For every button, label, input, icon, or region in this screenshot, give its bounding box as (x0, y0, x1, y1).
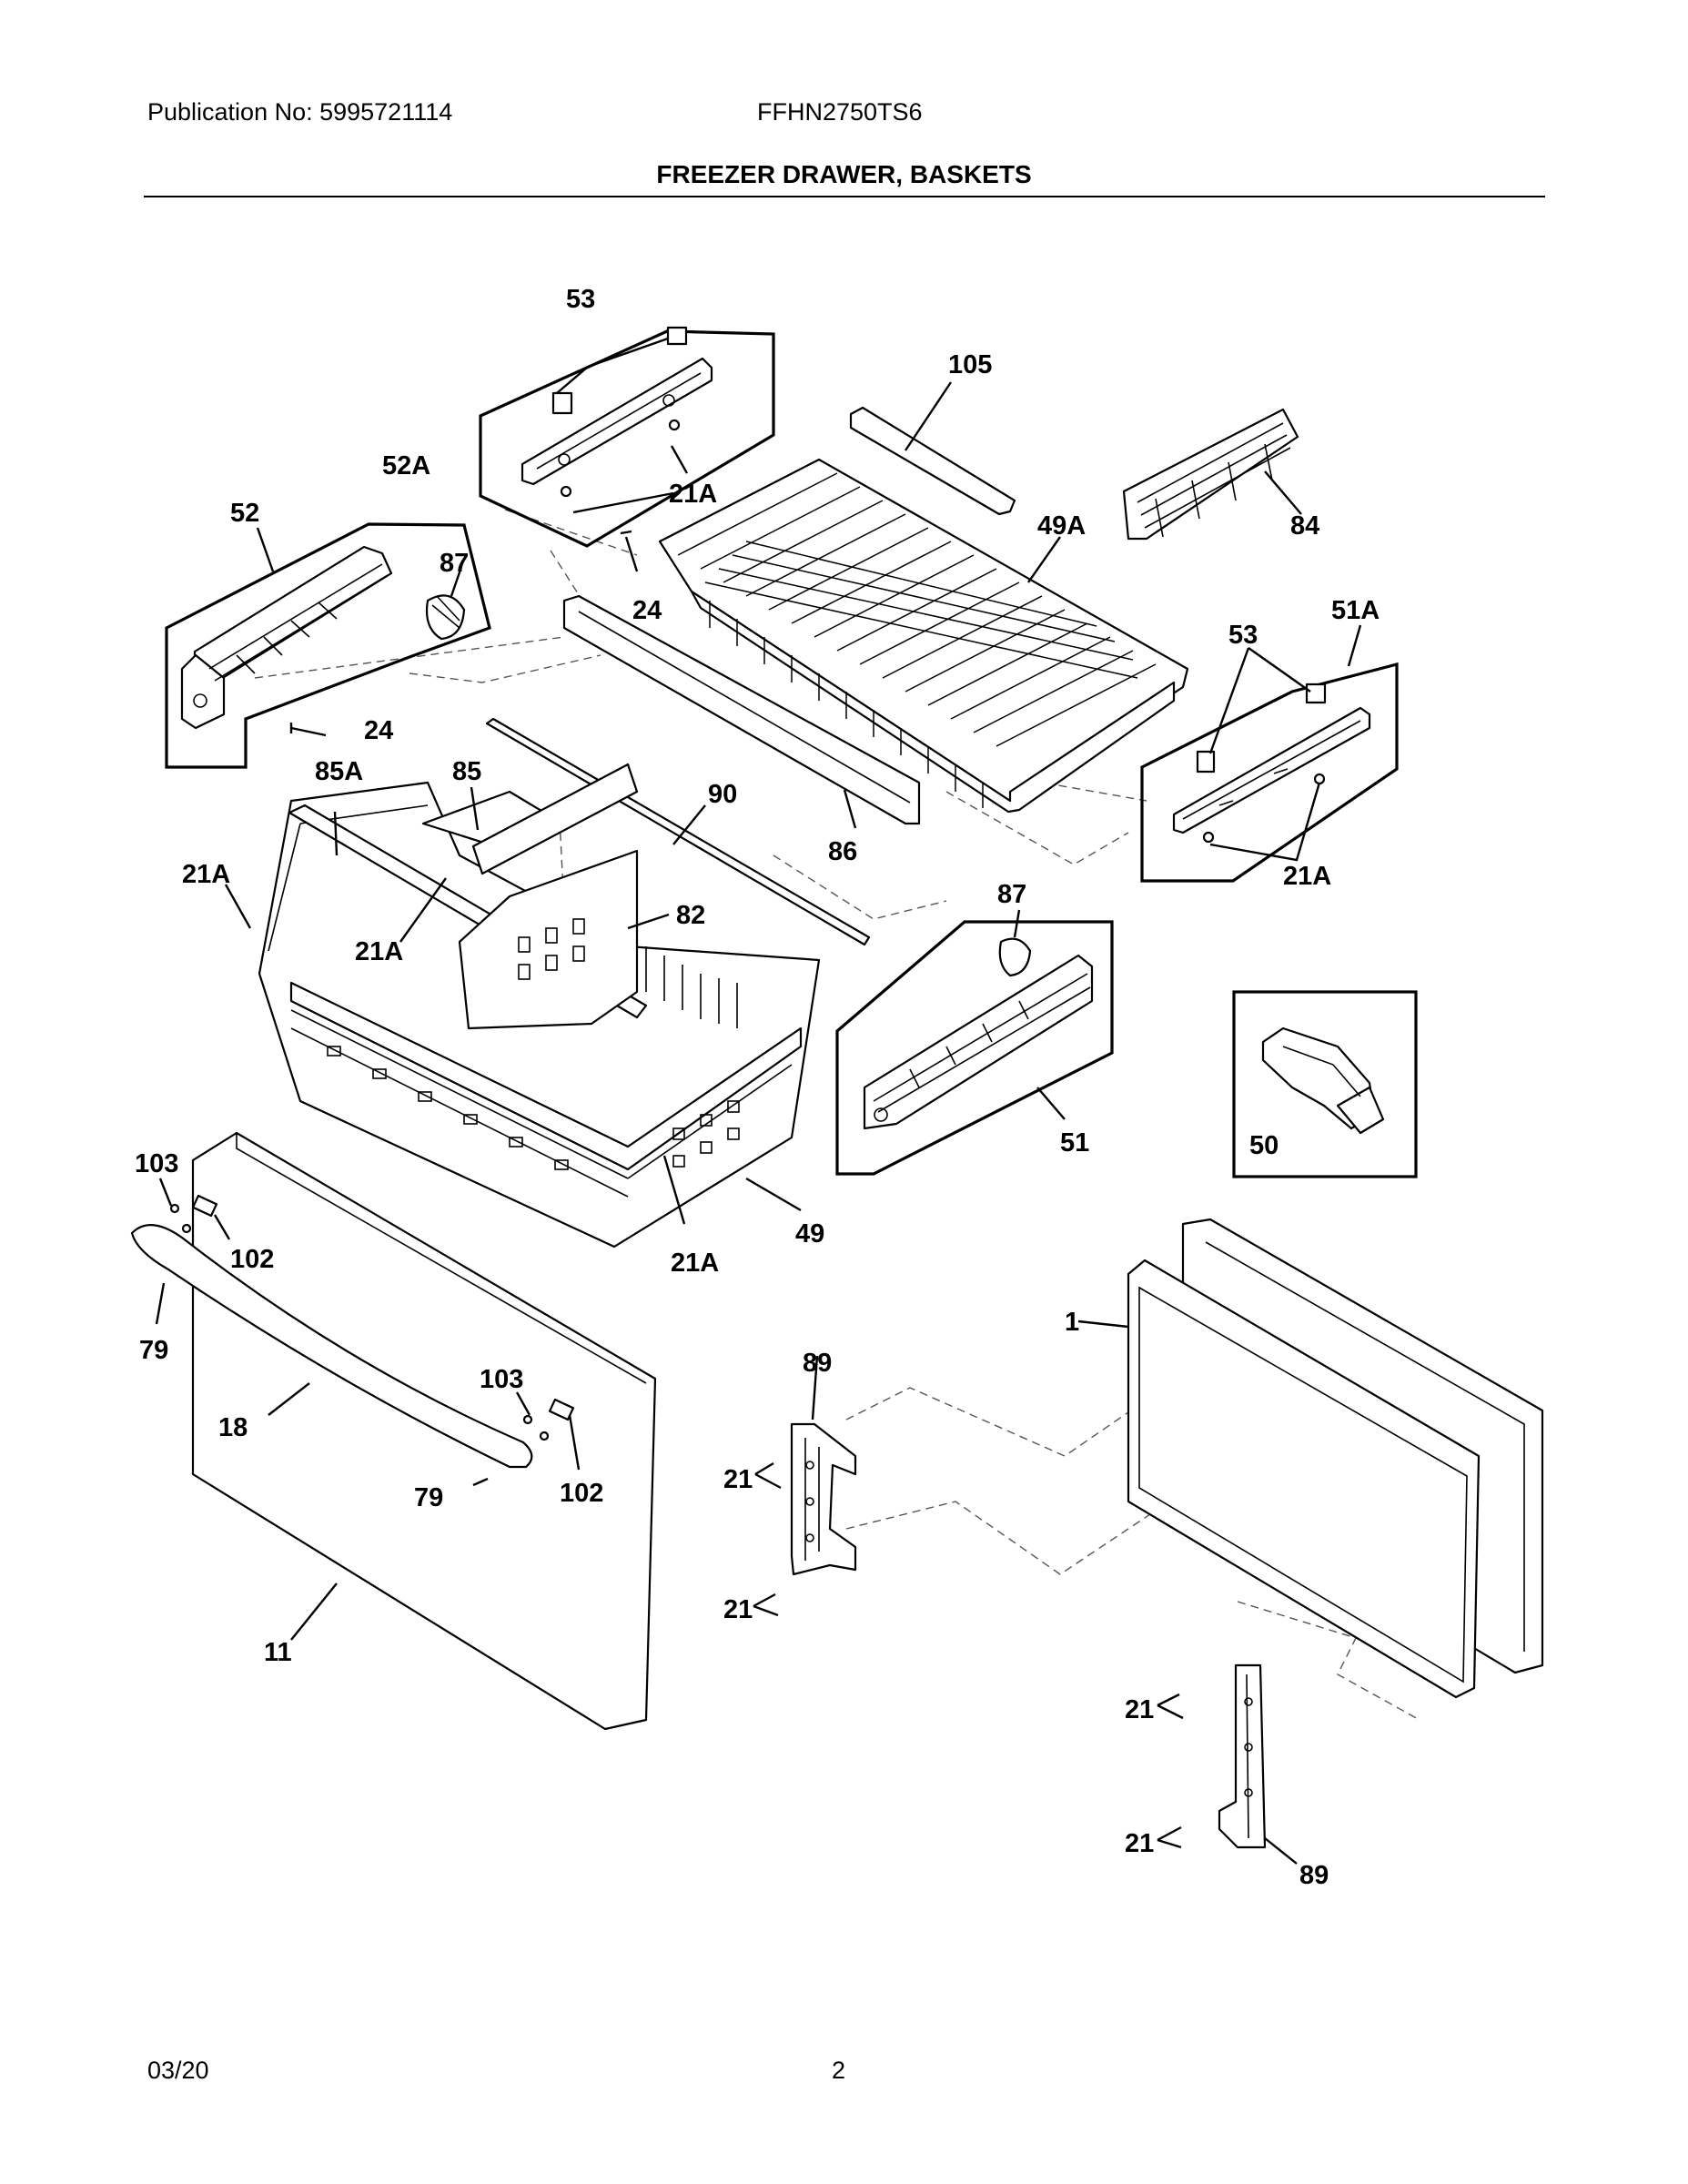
part-49A-wire-basket (658, 458, 1189, 814)
callout-21A: 21A (182, 860, 230, 889)
callout-21: 21 (723, 1595, 753, 1624)
callout-21A: 21A (671, 1249, 719, 1278)
callout-52: 52 (230, 499, 259, 528)
part-49-freezer-basket (224, 763, 821, 1249)
callout-85: 85 (452, 757, 481, 786)
part-89-bracket-lower (1157, 1663, 1298, 1865)
callout-90: 90 (708, 780, 737, 809)
callout-87: 87 (997, 880, 1026, 909)
screws-24 (289, 530, 639, 737)
callout-53: 53 (566, 285, 595, 314)
callout-85A: 85A (315, 757, 363, 786)
part-105-strip (849, 381, 1016, 516)
callout-11: 11 (264, 1638, 292, 1667)
box-51 (835, 909, 1114, 1176)
callout-52A: 52A (382, 451, 430, 480)
callout-21: 21 (1125, 1829, 1154, 1858)
part-89-bracket-upper (753, 1355, 857, 1617)
box-50 (1232, 990, 1418, 1178)
callout-89: 89 (1299, 1861, 1329, 1890)
callout-49: 49 (795, 1219, 824, 1249)
handle-brackets (155, 1178, 581, 1487)
callout-24: 24 (364, 716, 393, 745)
callout-24: 24 (632, 596, 662, 625)
box-52A (479, 326, 775, 548)
callout-102: 102 (560, 1479, 603, 1508)
callout-103: 103 (135, 1149, 178, 1178)
callout-82: 82 (676, 901, 705, 930)
callout-21A: 21A (355, 937, 403, 966)
callout-49A: 49A (1037, 511, 1086, 541)
footer-date: 03/20 (147, 2057, 209, 2084)
callout-labels: 53 105 52A 21A 52 87 49A 84 24 51A 53 24… (135, 285, 1380, 1890)
page-title: FREEZER DRAWER, BASKETS (656, 160, 1032, 188)
callout-51: 51 (1060, 1128, 1089, 1158)
callout-18: 18 (218, 1413, 248, 1442)
callout-21A: 21A (1283, 862, 1331, 891)
box-51A (1140, 624, 1399, 883)
part-86-rail (562, 594, 921, 829)
callout-21A: 21A (669, 480, 717, 509)
part-1-gasket-liner (1077, 1218, 1544, 1699)
part-18-handle (130, 1224, 533, 1469)
callout-53: 53 (1228, 621, 1258, 650)
model-number: FFHN2750TS6 (757, 98, 923, 126)
part-90-rod (485, 717, 871, 946)
callout-103: 103 (480, 1365, 523, 1394)
callout-105: 105 (948, 350, 992, 379)
callout-86: 86 (828, 837, 857, 866)
part-11-door-panel (191, 1131, 657, 1731)
callout-89: 89 (803, 1349, 832, 1378)
box-52 (165, 522, 491, 769)
callout-79: 79 (139, 1336, 168, 1365)
part-84-divider (1122, 408, 1302, 541)
callout-51A: 51A (1331, 596, 1380, 625)
callout-1: 1 (1065, 1308, 1079, 1337)
callout-84: 84 (1290, 511, 1319, 541)
page-number: 2 (832, 2057, 846, 2084)
callout-102: 102 (230, 1245, 274, 1274)
callout-50: 50 (1249, 1131, 1279, 1160)
header-rule (144, 196, 1545, 197)
publication-number: Publication No: 5995721114 (147, 98, 453, 126)
callout-87: 87 (440, 549, 469, 578)
callout-79: 79 (414, 1483, 443, 1512)
callout-21: 21 (1125, 1695, 1154, 1724)
callout-21: 21 (723, 1465, 753, 1494)
